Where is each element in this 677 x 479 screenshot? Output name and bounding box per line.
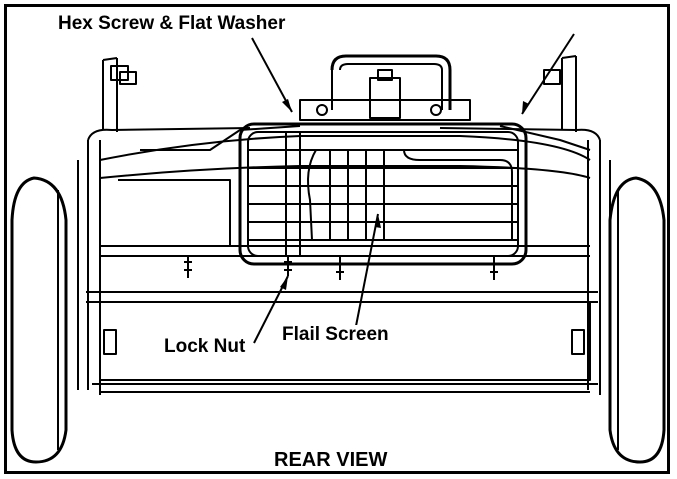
handle-bar bbox=[299, 54, 471, 121]
leader-lines bbox=[251, 33, 575, 344]
right-frame bbox=[439, 55, 611, 395]
hex-screw-leader bbox=[251, 37, 293, 113]
hex-screw-callout: Hex Screw & Flat Washer bbox=[56, 13, 288, 34]
lock-nut-callout: Lock Nut bbox=[162, 336, 248, 357]
rear-shield bbox=[86, 291, 598, 393]
flail-screen-callout: Flail Screen bbox=[280, 324, 391, 345]
view-label: REAR VIEW bbox=[272, 449, 390, 471]
leader-arrowheads bbox=[280, 99, 529, 290]
deck-body bbox=[99, 125, 591, 257]
flail-screen-leader bbox=[355, 213, 379, 327]
right-wheel bbox=[608, 176, 666, 464]
flail-screen-cage bbox=[238, 122, 528, 266]
hex-screw-leader-right bbox=[521, 33, 575, 115]
left-wheel bbox=[10, 176, 68, 464]
deck-bolts bbox=[184, 256, 498, 280]
